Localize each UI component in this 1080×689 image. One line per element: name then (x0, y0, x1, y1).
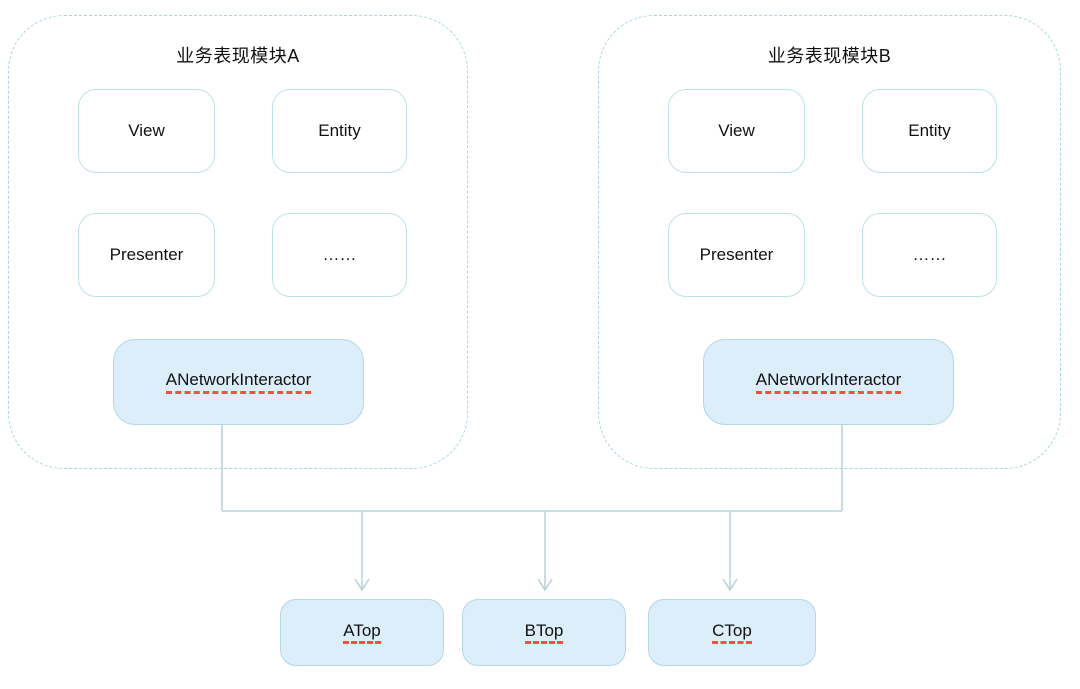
module-a-box-ellipsis-label: …… (322, 245, 357, 264)
target-box-btop: BTop (462, 599, 626, 666)
module-b-box-view-label: View (718, 121, 755, 140)
module-a-box-entity: Entity (272, 89, 407, 173)
module-a-box-ellipsis: …… (272, 213, 407, 297)
module-b-box-view: View (668, 89, 805, 173)
module-b-box-presenter-label: Presenter (699, 245, 774, 264)
module-b-title: 业务表现模块B (767, 46, 892, 66)
target-box-atop: ATop (280, 599, 444, 666)
module-a-network-interactor-label: ANetworkInteractor (165, 370, 312, 394)
module-a-box-presenter: Presenter (78, 213, 215, 297)
module-a-box-view-label: View (128, 121, 165, 140)
arrowhead-btop (537, 578, 553, 592)
module-b-box-ellipsis: …… (862, 213, 997, 297)
arrowhead-ctop (722, 578, 738, 592)
module-a-box-entity-label: Entity (318, 121, 361, 140)
target-box-ctop: CTop (648, 599, 816, 666)
module-b-network-interactor-label: ANetworkInteractor (755, 370, 902, 394)
arrowhead-atop (354, 578, 370, 592)
module-a-box-view: View (78, 89, 215, 173)
module-b-box-presenter: Presenter (668, 213, 805, 297)
target-box-btop-label: BTop (524, 621, 564, 645)
module-a-container: 业务表现模块A View Entity Presenter …… ANetwor… (8, 15, 468, 469)
module-a-box-presenter-label: Presenter (109, 245, 184, 264)
module-b-network-interactor-box: ANetworkInteractor (703, 339, 954, 425)
target-box-atop-label: ATop (343, 621, 381, 645)
module-b-container: 业务表现模块B View Entity Presenter …… ANetwor… (598, 15, 1061, 469)
module-b-box-entity: Entity (862, 89, 997, 173)
module-a-title: 业务表现模块A (176, 46, 300, 66)
module-a-network-interactor-box: ANetworkInteractor (113, 339, 364, 425)
module-b-box-ellipsis-label: …… (912, 245, 947, 264)
target-box-ctop-label: CTop (712, 621, 752, 645)
module-b-box-entity-label: Entity (908, 121, 951, 140)
